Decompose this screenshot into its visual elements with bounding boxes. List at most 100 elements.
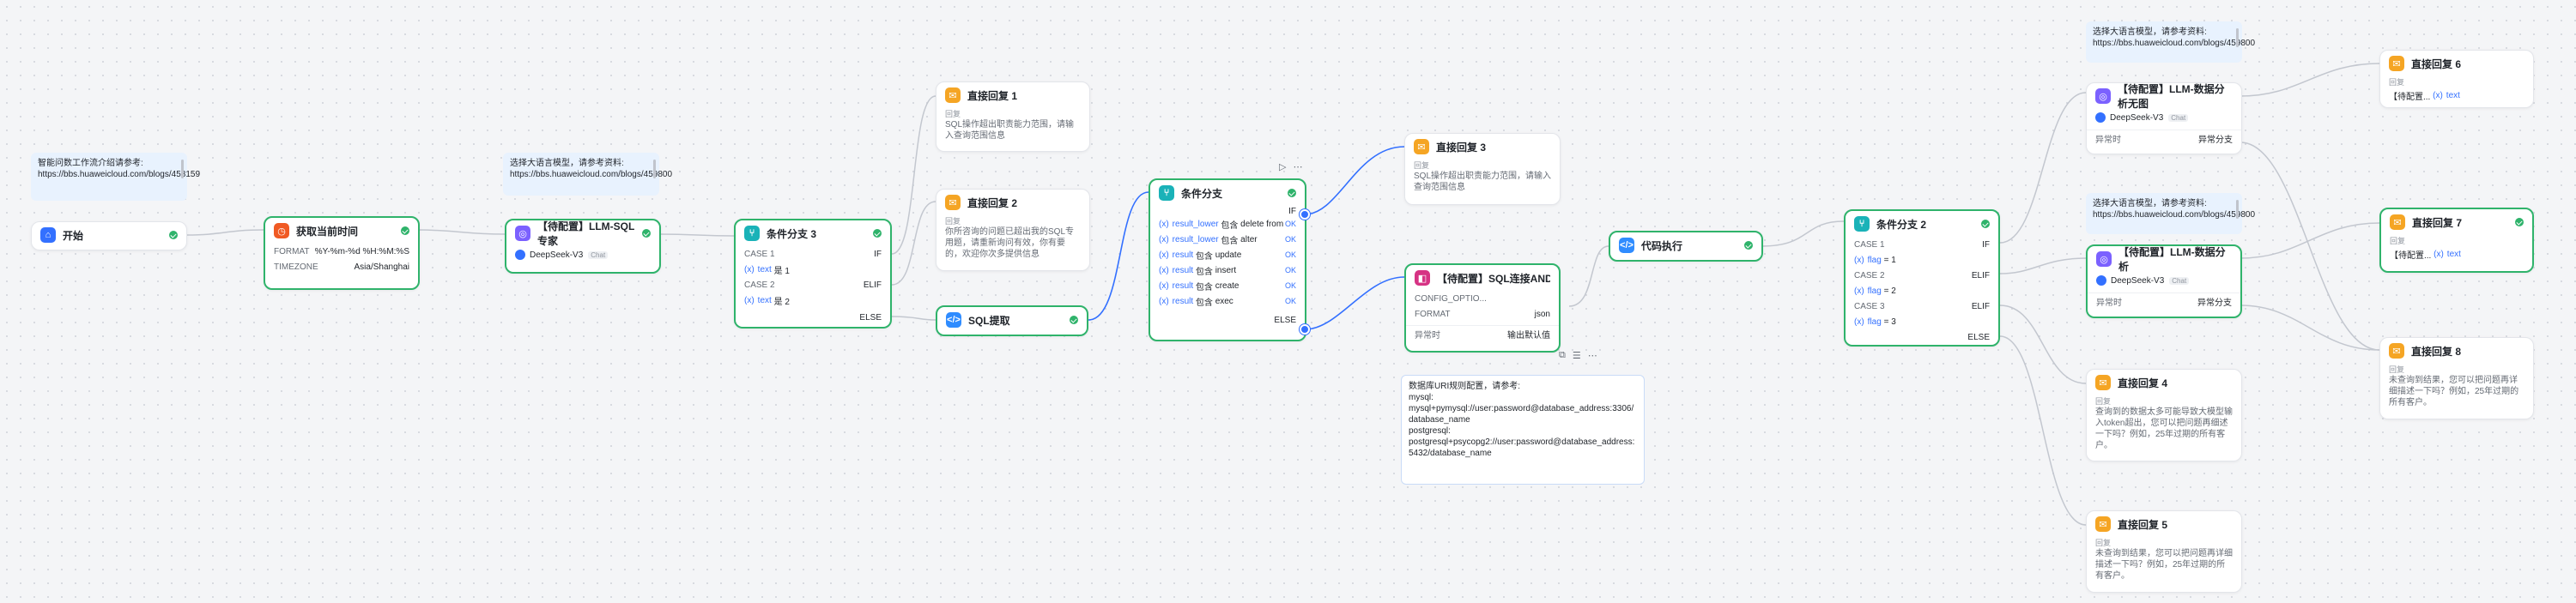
var-name: result: [1172, 250, 1194, 260]
edge: [1999, 335, 2087, 526]
more-icon[interactable]: ⋯: [1587, 351, 1597, 361]
reply-6-node[interactable]: ✉直接回复 6 回复 【待配置... (x)text: [2379, 50, 2534, 108]
ok-badge: OK: [1284, 220, 1296, 228]
workflow-intro-note[interactable]: 智能问数工作流介绍请参考: https://bbs.huaweicloud.co…: [31, 153, 200, 201]
note-scrollbar[interactable]: [653, 160, 656, 178]
branch-icon: ⑂: [1159, 185, 1174, 201]
node-title: 【待配置】LLM-数据分析: [2118, 246, 2226, 273]
error-value: 输出默认值: [1507, 330, 1550, 341]
reply-icon: ✉: [1414, 139, 1429, 154]
llm-icon: ◎: [2096, 251, 2112, 267]
node-title: SQL提取: [968, 314, 1010, 327]
list-icon[interactable]: ☰: [1572, 351, 1581, 361]
model-note-2[interactable]: 选择大语言模型，请参考资料: https://bbs.huaweicloud.c…: [2086, 21, 2255, 63]
case-label: CASE 2: [1854, 270, 1885, 280]
reply-label: 回复: [2390, 237, 2406, 245]
param-value: %Y-%m-%d %H:%M:%S: [314, 246, 409, 256]
condition-value: exec: [1215, 296, 1233, 306]
deepseek-icon: [2095, 112, 2106, 123]
status-ok-icon: [169, 231, 178, 239]
edge-active: [1304, 276, 1405, 330]
branch-kw: ELSE: [1274, 315, 1296, 325]
param-value: json: [1534, 309, 1550, 319]
reply-3-node[interactable]: ✉直接回复 3 回复 SQL操作超出职责能力范围，请输入查询范围信息: [1404, 133, 1561, 205]
condition-op: 包含: [1195, 267, 1213, 277]
start-node[interactable]: ⌂开始: [31, 221, 187, 250]
param-key: FORMAT: [1415, 309, 1451, 319]
condition-value: create: [1215, 280, 1240, 291]
sql-connect-node[interactable]: ◧【待配置】SQL连接AND查询 CONFIG_OPTIO... FORMATj…: [1404, 263, 1561, 353]
edge-active: [1088, 191, 1149, 321]
status-ok-icon: [401, 226, 409, 235]
branch-icon: ⑂: [1854, 216, 1870, 232]
edge: [2240, 222, 2380, 259]
node-title: 直接回复 3: [1436, 141, 1487, 154]
status-ok-icon: [873, 229, 882, 238]
case-label: CASE 3: [1854, 301, 1885, 311]
status-ok-icon: [1288, 189, 1296, 197]
reply-1-node[interactable]: ✉直接回复 1 回复 SQL操作超出职责能力范围，请输入查询范围信息: [936, 81, 1090, 152]
condition-op: 包含: [1195, 251, 1213, 262]
reply-text: 查询到的数据太多可能导致大模型输入token超出，您可以把问题再细述一下吗？例如…: [2095, 407, 2233, 450]
reply-text: 你所咨询的问题已超出我的SQL专用题，请重新询问有效，你有要的，欢迎你次多提供信…: [945, 227, 1075, 259]
code-icon: </>: [1619, 238, 1634, 253]
node-title: 条件分支 2: [1876, 218, 1927, 231]
reply-text: 未查询到结果，您可以把问题再详细描述一下吗？例如，25年过期的所有客户。: [2095, 549, 2233, 581]
ok-badge: OK: [1284, 297, 1296, 305]
reply-5-node[interactable]: ✉直接回复 5 回复 未查询到结果，您可以把问题再详细描述一下吗？例如，25年过…: [2086, 510, 2242, 593]
edge: [1999, 92, 2087, 244]
note-scrollbar[interactable]: [2236, 200, 2239, 219]
ok-badge: OK: [1284, 281, 1296, 290]
output-port-else[interactable]: [1300, 324, 1310, 335]
reply-icon: ✉: [2389, 343, 2404, 359]
param-value: Asia/Shanghai: [354, 262, 410, 272]
more-icon[interactable]: ⋯: [1293, 162, 1303, 172]
branch-kw: ELIF: [1971, 301, 1990, 311]
var-icon: (x): [1159, 296, 1169, 306]
llm-icon: ◎: [2095, 88, 2111, 104]
var-icon: (x): [2434, 249, 2444, 259]
model-note-3[interactable]: 选择大语言模型，请参考资料: https://bbs.huaweicloud.c…: [2086, 193, 2255, 234]
reply-text: SQL操作超出职责能力范围，请输入查询范围信息: [1414, 172, 1552, 192]
run-icon[interactable]: ▷: [1279, 162, 1287, 172]
reply-8-node[interactable]: ✉直接回复 8 回复 未查询到结果，您可以把问题再详细描述一下吗？例如，25年过…: [2379, 337, 2534, 419]
note-scrollbar[interactable]: [2236, 28, 2239, 47]
note-scrollbar[interactable]: [181, 160, 184, 178]
get-time-node[interactable]: ◷获取当前时间 FORMAT%Y-%m-%d %H:%M:%S TIMEZONE…: [264, 216, 420, 290]
var-icon: (x): [744, 295, 755, 305]
var-name: result: [1172, 296, 1194, 306]
deepseek-icon: [515, 250, 525, 260]
node-title: 直接回复 4: [2118, 377, 2168, 389]
edge: [1999, 257, 2087, 274]
code-exec-node[interactable]: </>代码执行: [1609, 231, 1763, 262]
reply-label: 回复: [2389, 365, 2405, 374]
case-label: CASE 1: [744, 249, 775, 259]
error-value: 异常分支: [2197, 298, 2232, 308]
status-ok-icon: [1981, 220, 1990, 228]
output-port-if[interactable]: [1300, 209, 1310, 220]
param-key: TIMEZONE: [274, 262, 318, 272]
node-title: 直接回复 6: [2411, 57, 2462, 70]
node-toolbar: ⧉ ☰ ⋯: [1559, 350, 1597, 361]
var-name: text: [757, 264, 772, 274]
edge: [891, 95, 936, 255]
reply-7-node[interactable]: ✉直接回复 7 回复 【待配置... (x)text: [2379, 208, 2534, 273]
node-title: 开始: [63, 229, 84, 242]
copy-icon[interactable]: ⧉: [1559, 350, 1566, 360]
db-uri-note[interactable]: 数据库URI规则配置，请参考: mysql: mysql+pymysql://u…: [1401, 375, 1645, 485]
reply-icon: ✉: [2095, 516, 2111, 532]
edge: [2240, 305, 2380, 351]
note-text: 数据库URI规则配置，请参考: mysql: mysql+pymysql://u…: [1409, 382, 1635, 458]
node-title: 条件分支: [1181, 187, 1223, 200]
reply-4-node[interactable]: ✉直接回复 4 回复 查询到的数据太多可能导致大模型输入token超出，您可以把…: [2086, 369, 2242, 461]
model-name: DeepSeek-V3: [2111, 275, 2165, 286]
reply-2-node[interactable]: ✉直接回复 2 回复 你所咨询的问题已超出我的SQL专用题，请重新询问有效，你有…: [936, 189, 1090, 271]
sql-extract-node[interactable]: </>SQL提取: [936, 305, 1088, 336]
model-note-1[interactable]: 选择大语言模型，请参考资料: https://bbs.huaweicloud.c…: [503, 153, 672, 196]
